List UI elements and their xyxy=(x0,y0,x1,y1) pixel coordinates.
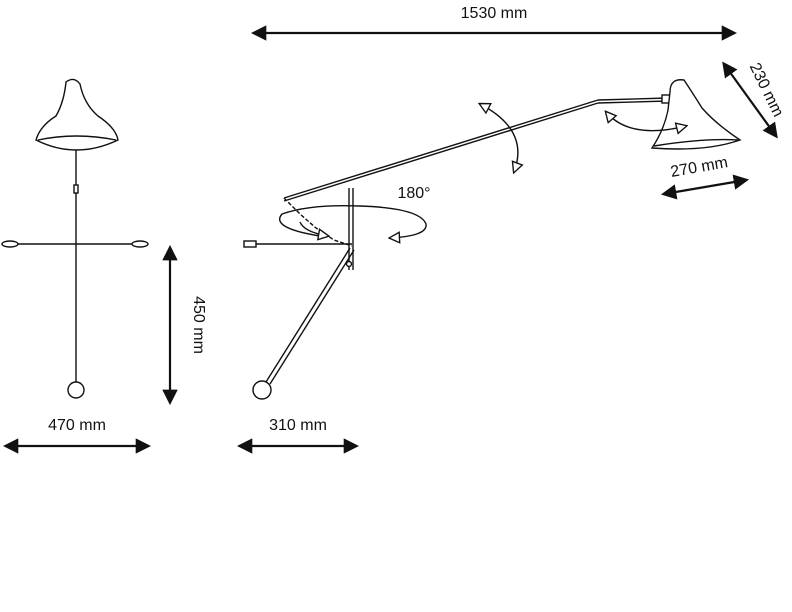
front-shade xyxy=(35,78,119,151)
side-wall-mount xyxy=(252,380,272,400)
front-view-lamp xyxy=(1,78,149,399)
front-wall-mount xyxy=(67,381,85,399)
shade-width-label: 270 mm xyxy=(669,154,729,181)
dim-front-width: 470 mm xyxy=(2,417,152,454)
side-depth-label: 310 mm xyxy=(269,417,327,434)
dim-total-length: 1530 mm xyxy=(250,5,738,41)
dim-shade-height: 230 mm xyxy=(722,60,787,139)
total-length-label: 1530 mm xyxy=(461,5,528,22)
shade-height-label: 230 mm xyxy=(746,60,787,119)
arrow-icon xyxy=(722,61,778,139)
dim-side-depth: 310 mm xyxy=(236,417,360,454)
dim-vertical-height: 450 mm xyxy=(162,244,207,406)
rotation-arrow-icon xyxy=(480,104,518,172)
front-width-label: 470 mm xyxy=(48,417,106,434)
rotation-indicator: 180° xyxy=(279,185,431,238)
arrow-icon xyxy=(660,174,750,200)
dim-shade-width: 270 mm xyxy=(660,154,750,200)
rotation-arrow-icon xyxy=(606,112,686,131)
rotation-angle-label: 180° xyxy=(397,185,430,202)
boom-arm xyxy=(283,99,599,199)
side-view-lamp xyxy=(243,79,742,400)
vertical-height-label: 450 mm xyxy=(190,296,207,354)
side-shade xyxy=(650,79,742,150)
